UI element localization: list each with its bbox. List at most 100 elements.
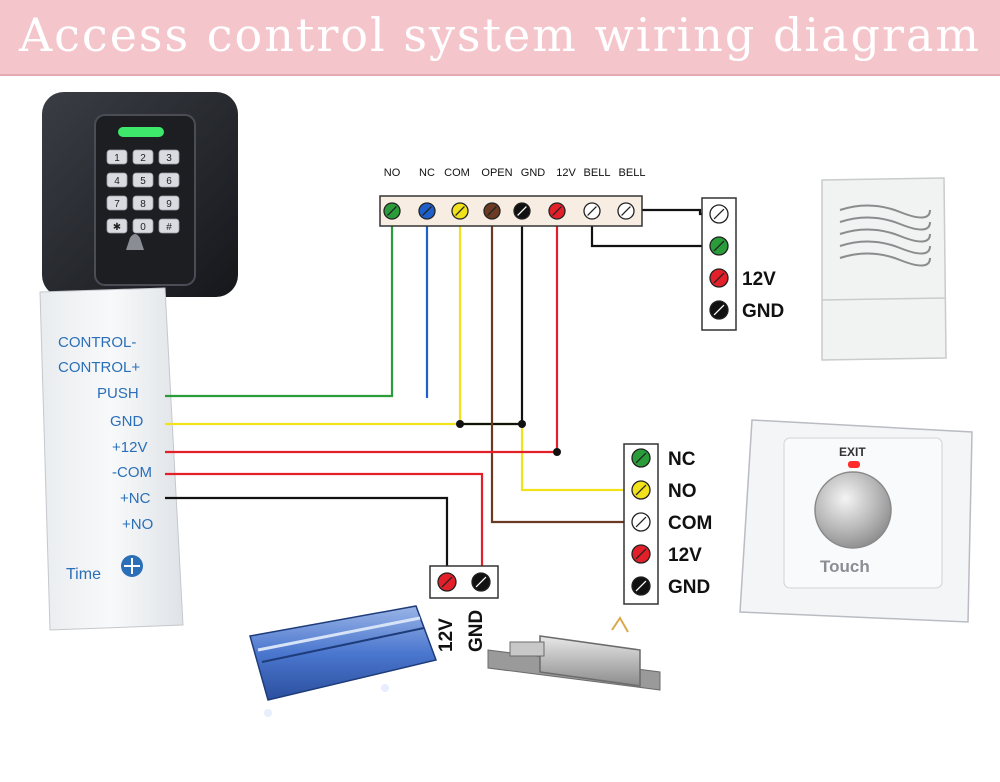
top-terminal-label: NC (419, 167, 435, 179)
wire-nc-lock-gnd (165, 496, 449, 568)
top-terminal-dots (383, 202, 635, 220)
time-label: Time (66, 566, 101, 583)
exit-push-button (814, 471, 892, 549)
terminal-screw-slot (387, 206, 397, 216)
junction-dot (553, 448, 561, 456)
wire-bell-1 (590, 222, 708, 248)
keypad-key-label: 5 (140, 176, 146, 187)
terminal-screw-slot (587, 206, 597, 216)
controller-label: -COM (112, 464, 152, 481)
terminal-screw-slot (635, 516, 647, 528)
terminal-screw-slot (635, 452, 647, 464)
junction-dots (456, 420, 561, 456)
controller-label: CONTROL- (58, 334, 136, 351)
keypad-key (132, 149, 154, 165)
terminal-screw-slot (713, 272, 725, 284)
exit-terminal-label: 12V (668, 545, 702, 566)
bell-icon (126, 234, 144, 250)
controller-label: +12V (112, 439, 147, 456)
keypad-key-label: 9 (166, 199, 172, 210)
status-led (118, 127, 164, 137)
controller-label: CONTROL+ (58, 359, 140, 376)
lock-terminal-label: GND (466, 610, 487, 652)
terminal-screw-slot (422, 206, 432, 216)
terminal-screw-slot (621, 206, 631, 216)
keypad-key (132, 172, 154, 188)
keypad-key (132, 195, 154, 211)
top-terminal-label: BELL (584, 167, 611, 179)
exit-terminal-block: NC NO COM 12V GND (623, 443, 712, 605)
exit-terminal-label: GND (668, 577, 710, 598)
terminal-screw-slot (713, 240, 725, 252)
wire-push-no (165, 222, 394, 398)
keypad-key (158, 172, 180, 188)
keypad-key (158, 195, 180, 211)
keypad-key-label: # (166, 222, 172, 233)
terminal-screw-slot (713, 208, 725, 220)
keypad-key (158, 218, 180, 234)
wire-exit-no (460, 422, 625, 492)
keypad-key-label: 1 (114, 153, 120, 164)
top-terminal-label: OPEN (481, 167, 512, 179)
keypad-key-label: 7 (114, 199, 120, 210)
terminal-screw-slot (552, 206, 562, 216)
lock-terminal-dots: 12V GND (436, 572, 491, 652)
exit-terminal-label: COM (668, 513, 712, 534)
lock-terminal-block: 12V GND (429, 565, 499, 652)
wire-com-lock-12v (165, 472, 484, 568)
magnetic-lock (249, 605, 437, 717)
terminal-screw-slot (713, 304, 725, 316)
terminal-screw-slot (635, 548, 647, 560)
touch-label: Touch (820, 557, 870, 576)
controller-label: +NO (122, 516, 153, 533)
exit-led (848, 461, 860, 468)
terminal-screw-slot (487, 206, 497, 216)
keypad-key (106, 172, 128, 188)
keypad-key (106, 195, 128, 211)
keypad-key-label: 3 (166, 153, 172, 164)
top-terminal-label: 12V (556, 167, 576, 179)
title-banner: Access control system wiring diagram (0, 0, 1000, 76)
keypad-key-label: 4 (114, 176, 120, 187)
keypad-key (158, 149, 180, 165)
junction-dot (518, 420, 526, 428)
door-bell (821, 177, 947, 361)
top-terminal-label: GND (521, 167, 546, 179)
terminal-screw-slot (455, 206, 465, 216)
terminal-screw-slot (635, 484, 647, 496)
junction-dot (456, 420, 464, 428)
top-terminal-label: BELL (619, 167, 646, 179)
lock-terminal-label: 12V (436, 618, 457, 652)
terminal-screw-slot (475, 576, 487, 588)
terminal-screw-slot (517, 206, 527, 216)
terminal-screw-slot (635, 580, 647, 592)
exit-button-device: EXIT Touch (739, 419, 973, 623)
exit-terminal-label: NC (668, 449, 696, 470)
keypad-key-label: ✱ (113, 222, 121, 233)
exit-terminal-label: NO (668, 481, 697, 502)
keypad-key (132, 218, 154, 234)
terminal-screw-slot (441, 576, 453, 588)
keypad-key (106, 149, 128, 165)
keypad-key-label: 2 (140, 153, 146, 164)
bell-terminal-label: GND (742, 301, 784, 322)
keypad-key (106, 218, 128, 234)
controller-label: PUSH (97, 385, 139, 402)
controller-label: GND (110, 413, 144, 430)
exit-label: EXIT (839, 445, 866, 459)
controller-panel: CONTROL- CONTROL+ PUSH GND +12V -COM +NC +NO Ti… (39, 287, 184, 631)
top-terminal-label: NO (384, 167, 401, 179)
keypad-key-label: 6 (166, 176, 172, 187)
controller-label: +NC (120, 490, 151, 507)
keypad-key-label: 0 (140, 222, 146, 233)
wire-open-com (490, 222, 625, 524)
bolt-lock (487, 616, 661, 691)
diagram-title: Access control system wiring diagram (18, 8, 982, 62)
